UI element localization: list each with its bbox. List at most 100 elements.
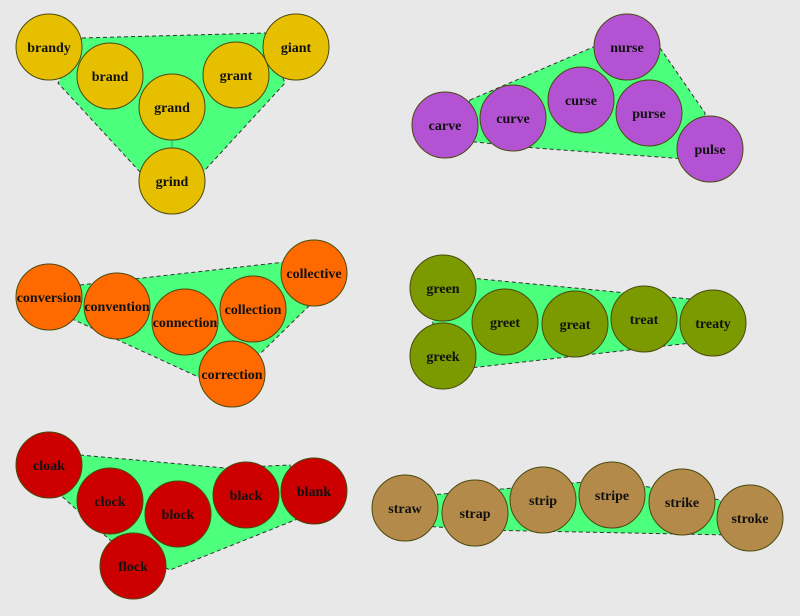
word-circle (83, 272, 151, 340)
word-node-grind[interactable]: grind (138, 147, 206, 215)
word-circle (151, 288, 219, 356)
word-circle (409, 254, 477, 322)
word-label: stroke (731, 512, 768, 527)
word-circle (262, 13, 330, 81)
word-circle (212, 461, 280, 529)
word-node-stripe[interactable]: stripe (578, 461, 646, 529)
word-circle (411, 91, 479, 159)
word-node-straw[interactable]: straw (371, 474, 439, 542)
word-label: treat (630, 313, 659, 328)
word-node-greet[interactable]: greet (471, 288, 539, 356)
word-label: collective (286, 267, 341, 282)
word-label: brand (92, 70, 129, 85)
word-circle (144, 480, 212, 548)
word-circle (15, 13, 83, 81)
word-circle (76, 467, 144, 535)
word-node-curse[interactable]: curse (547, 66, 615, 134)
word-label: collection (225, 303, 282, 318)
word-circle (610, 285, 678, 353)
word-circle (219, 275, 287, 343)
word-node-green[interactable]: green (409, 254, 477, 322)
word-node-collective[interactable]: collective (280, 239, 348, 307)
word-label: green (426, 282, 459, 297)
word-label: black (230, 489, 263, 504)
word-node-treaty[interactable]: treaty (679, 289, 747, 357)
word-label: strike (665, 496, 699, 511)
word-label: stripe (595, 489, 629, 504)
word-node-brandy[interactable]: brandy (15, 13, 83, 81)
word-node-correction[interactable]: correction (198, 340, 266, 408)
word-label: grand (154, 101, 190, 116)
word-node-greek[interactable]: greek (409, 322, 477, 390)
word-circle (198, 340, 266, 408)
word-label: strip (529, 494, 557, 509)
word-circle (593, 13, 661, 81)
word-label: curve (496, 112, 529, 127)
word-node-blank[interactable]: blank (280, 457, 348, 525)
word-circle (280, 239, 348, 307)
word-node-grand[interactable]: grand (138, 73, 206, 141)
word-label: greet (490, 316, 520, 331)
word-node-connection[interactable]: connection (151, 288, 219, 356)
word-label: purse (632, 107, 665, 122)
word-node-treat[interactable]: treat (610, 285, 678, 353)
word-node-cloak[interactable]: cloak (15, 431, 83, 499)
word-label: conversion (17, 291, 82, 306)
word-node-brand[interactable]: brand (76, 42, 144, 110)
word-circle (409, 322, 477, 390)
word-circle (509, 466, 577, 534)
word-circle (15, 431, 83, 499)
word-label: cloak (33, 459, 65, 474)
word-label: connection (153, 316, 218, 331)
word-circle (441, 479, 509, 547)
word-node-great[interactable]: great (541, 290, 609, 358)
word-label: brandy (27, 41, 71, 56)
word-circle (676, 115, 744, 183)
word-node-black[interactable]: black (212, 461, 280, 529)
word-node-nurse[interactable]: nurse (593, 13, 661, 81)
word-label: great (560, 318, 591, 333)
word-label: straw (388, 502, 422, 517)
word-node-flock[interactable]: flock (99, 532, 167, 600)
word-node-block[interactable]: block (144, 480, 212, 548)
word-node-conversion[interactable]: conversion (15, 263, 83, 331)
word-circle (471, 288, 539, 356)
word-circle (578, 461, 646, 529)
word-circle (679, 289, 747, 357)
word-node-strip[interactable]: strip (509, 466, 577, 534)
word-circle (648, 468, 716, 536)
word-label: correction (201, 368, 262, 383)
word-circle (138, 147, 206, 215)
word-label: grind (156, 175, 189, 190)
word-circle (479, 84, 547, 152)
word-label: treaty (695, 317, 731, 332)
word-label: grant (220, 69, 253, 84)
word-circle (15, 263, 83, 331)
word-node-convention[interactable]: convention (83, 272, 151, 340)
word-label: giant (281, 41, 312, 56)
word-circle (615, 79, 683, 147)
word-node-strap[interactable]: strap (441, 479, 509, 547)
word-label: carve (429, 119, 462, 134)
group-gre: green greek greet great treat treaty (409, 254, 747, 390)
word-label: flock (118, 560, 148, 575)
word-node-pulse[interactable]: pulse (676, 115, 744, 183)
word-circle (99, 532, 167, 600)
word-label: pulse (694, 143, 725, 158)
word-circle (547, 66, 615, 134)
word-node-grant[interactable]: grant (202, 41, 270, 109)
word-node-curve[interactable]: curve (479, 84, 547, 152)
word-node-carve[interactable]: carve (411, 91, 479, 159)
word-node-purse[interactable]: purse (615, 79, 683, 147)
group-urse: carve curve curse nurse purse pulse (411, 13, 744, 183)
word-label: nurse (610, 41, 643, 56)
word-node-clock[interactable]: clock (76, 467, 144, 535)
word-label: blank (297, 485, 331, 500)
word-circle (138, 73, 206, 141)
word-node-collection[interactable]: collection (219, 275, 287, 343)
word-label: strap (459, 507, 490, 522)
word-node-strike[interactable]: strike (648, 468, 716, 536)
word-node-stroke[interactable]: stroke (716, 484, 784, 552)
word-node-giant[interactable]: giant (262, 13, 330, 81)
